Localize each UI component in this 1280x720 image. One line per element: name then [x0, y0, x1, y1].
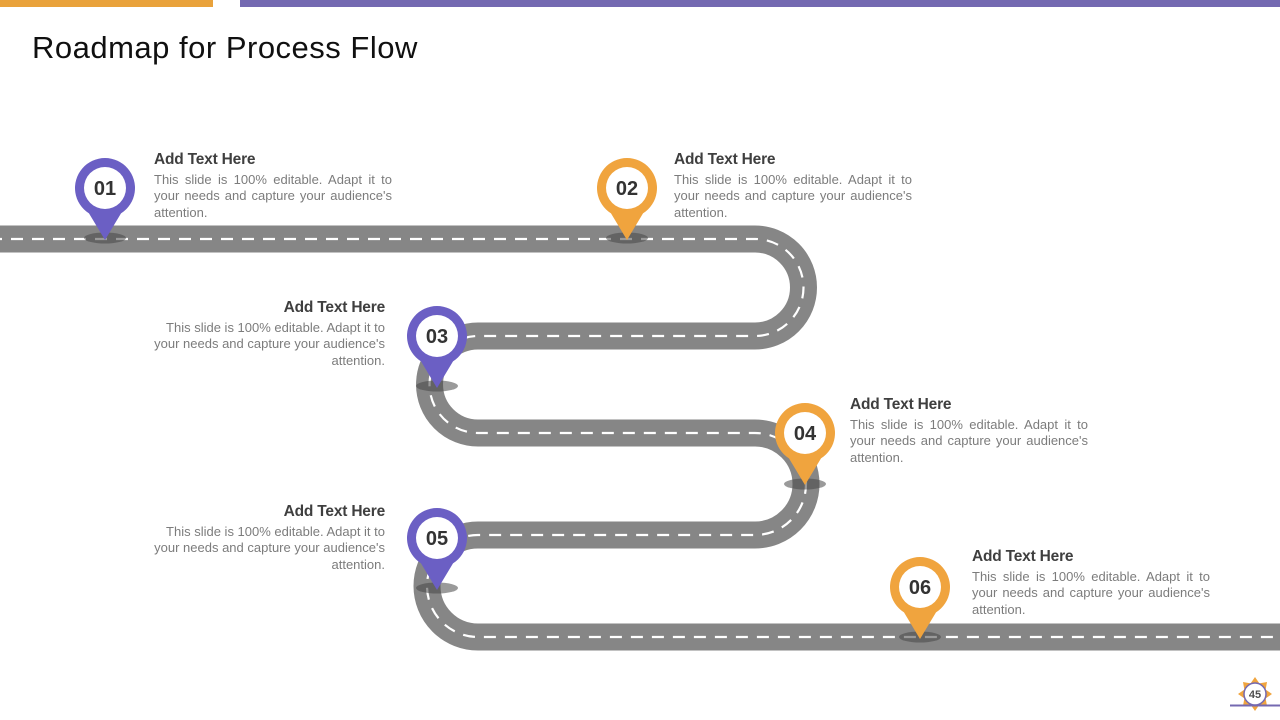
pin-number: 06 — [909, 577, 931, 599]
step-heading: Add Text Here — [283, 503, 386, 520]
step-heading: Add Text Here — [154, 151, 256, 168]
step-heading: Add Text Here — [283, 299, 386, 316]
top-accent-bar-purple — [240, 0, 1280, 7]
step-text-03: Add Text Here This slide is 100% editabl… — [147, 299, 385, 369]
badge-circle — [1243, 682, 1267, 706]
step-text-06: Add Text Here This slide is 100% editabl… — [972, 548, 1210, 618]
step-text-01: Add Text Here This slide is 100% editabl… — [154, 151, 392, 221]
top-accent-bar-orange — [0, 0, 213, 7]
step-body: This slide is 100% editable. Adapt it to… — [850, 417, 1088, 465]
pin-number: 01 — [94, 178, 116, 200]
pin-number: 02 — [616, 178, 638, 200]
location-pin-icon-06: 06 — [890, 557, 950, 639]
step-text-02: Add Text Here This slide is 100% editabl… — [674, 151, 912, 221]
location-pin-icon-03: 03 — [407, 306, 467, 388]
page-title: Roadmap for Process Flow — [32, 30, 418, 65]
location-pin-icon-05: 05 — [407, 508, 467, 590]
page-number: 45 — [1249, 689, 1261, 701]
step-body: This slide is 100% editable. Adapt it to… — [972, 569, 1210, 617]
step-body: This slide is 100% editable. Adapt it to… — [154, 320, 385, 368]
road-center-dash — [0, 237, 1280, 639]
location-pin-icon-02: 02 — [597, 158, 657, 240]
step-text-05: Add Text Here This slide is 100% editabl… — [147, 503, 385, 573]
pin-number: 05 — [426, 528, 448, 550]
step-text-04: Add Text Here This slide is 100% editabl… — [850, 396, 1088, 466]
pin-number: 04 — [794, 423, 817, 445]
location-pin-icon-04: 04 — [775, 403, 835, 485]
pin-number: 03 — [426, 326, 448, 348]
step-body: This slide is 100% editable. Adapt it to… — [154, 524, 385, 572]
step-heading: Add Text Here — [674, 151, 776, 168]
step-body: This slide is 100% editable. Adapt it to… — [674, 172, 912, 220]
step-body: This slide is 100% editable. Adapt it to… — [154, 172, 392, 220]
location-pin-icon-01: 01 — [75, 158, 135, 240]
step-heading: Add Text Here — [972, 548, 1074, 565]
page-number-badge: 45 — [1230, 677, 1280, 711]
step-heading: Add Text Here — [850, 396, 952, 413]
